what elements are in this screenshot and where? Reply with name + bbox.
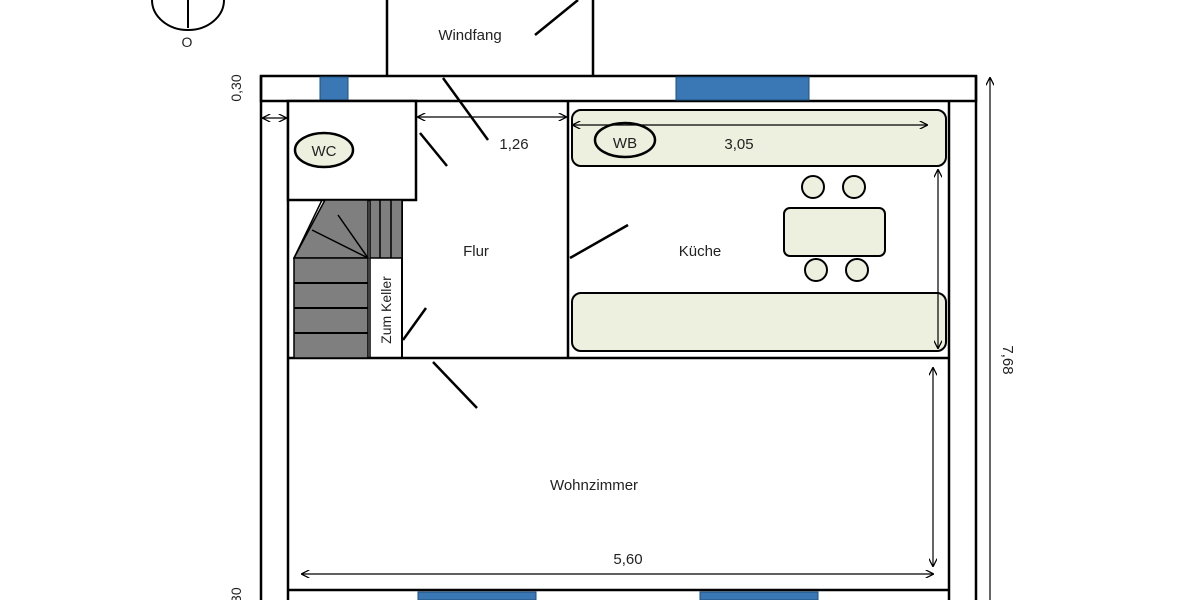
room-label-windfang: Windfang [438, 27, 501, 44]
top-wall [259, 74, 978, 103]
staircase: Zum Keller [292, 199, 403, 359]
wc-fixture: WC [293, 131, 355, 169]
toilet-icon [293, 131, 355, 169]
stair-label: Zum Keller [378, 276, 394, 344]
windows [319, 76, 819, 600]
dim-label-wall-bottom: 0,30 [228, 587, 244, 600]
windfang: Windfang [385, 0, 595, 100]
room-label-kueche: Küche [679, 243, 722, 260]
dim-label-kueche: 3,05 [724, 136, 753, 153]
dim-label-wall-top: 0,30 [228, 74, 244, 101]
living-room-door [432, 361, 478, 409]
compass-label: O [182, 34, 193, 50]
stair-winder [292, 199, 369, 259]
stair-top-steps [369, 199, 403, 259]
wc-label: WC [312, 143, 337, 160]
room-label-wohnzimmer: Wohnzimmer [550, 477, 638, 494]
chair-icon [845, 258, 869, 282]
wb-label: WB [613, 135, 637, 152]
entrance-door [441, 77, 490, 141]
dining-table [783, 207, 886, 257]
kitchen-door [569, 223, 629, 260]
doors [401, 77, 629, 409]
compass-circle [151, 0, 225, 31]
compass: O [151, 0, 225, 50]
windfang-door-leaf [534, 0, 579, 36]
chair-icon [804, 258, 828, 282]
room-label-flur: Flur [463, 243, 489, 260]
wc-door [419, 132, 448, 167]
dimension-lines: 1,26 3,05 5,60 0,30 0,30 7,68 [228, 74, 1016, 600]
chair-icon [801, 175, 825, 199]
dim-label-total-depth: 7,68 [999, 345, 1016, 374]
outer-walls [259, 74, 978, 600]
chair-icon [842, 175, 866, 199]
dim-label-living: 5,60 [613, 551, 642, 568]
kitchen-fixtures: WB [571, 109, 947, 352]
dim-label-flur: 1,26 [499, 136, 528, 153]
window-wc [319, 76, 349, 101]
window-kitchen [675, 76, 810, 101]
window-living-right [699, 591, 819, 600]
window-living-left [417, 591, 537, 600]
counter-bottom [571, 292, 947, 352]
basement-door [401, 307, 428, 341]
